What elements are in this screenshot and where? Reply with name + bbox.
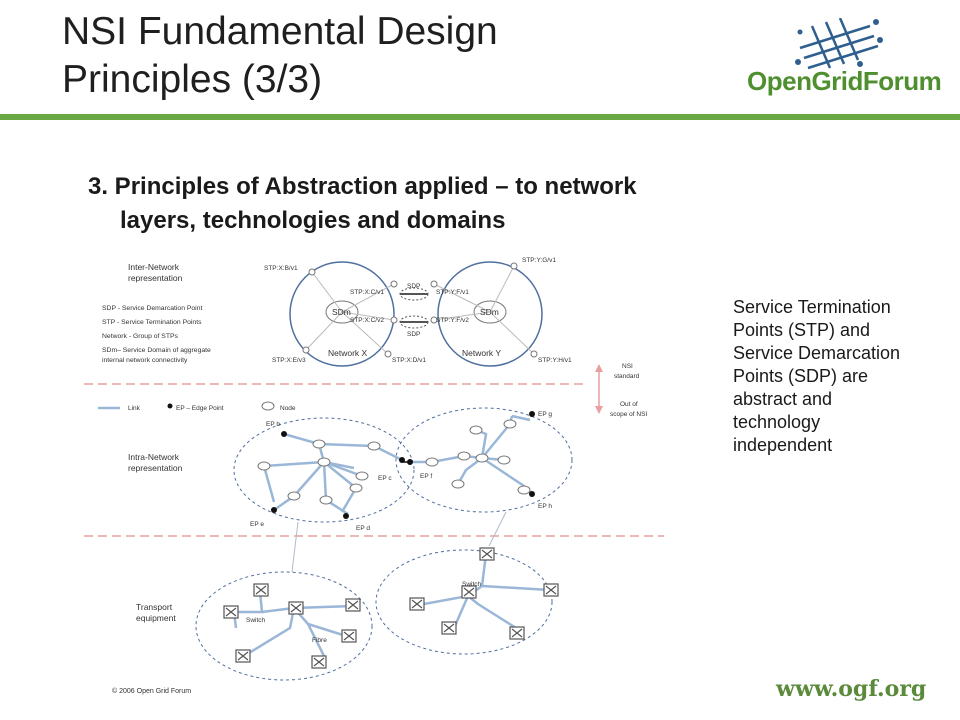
stp-y-g: STP:Y:G/v1 (522, 257, 556, 264)
slide-title-line-2: Principles (3/3) (62, 58, 323, 101)
stp-x-e: STP:X:E/v3 (272, 357, 306, 364)
switch-icons (223, 547, 559, 669)
stp-y-f1: STP:Y:F/v1 (436, 289, 469, 296)
slide-title-line-1: NSI Fundamental Design (62, 10, 498, 53)
network-x: SDm Network X (289, 261, 398, 367)
network-y-label: Network Y (462, 348, 501, 358)
network-x-label: Network X (328, 348, 368, 358)
sdm-x-label: SDm (332, 307, 351, 317)
ogf-logo-icon (795, 18, 883, 70)
stp-x-c1: STP:X:C/v1 (350, 289, 384, 296)
side-note: Service Termination Points (STP) and Ser… (733, 297, 901, 455)
slide-title: NSI Fundamental Design Principles (3/3) (62, 8, 498, 104)
ep-h: EP h (538, 503, 552, 510)
legend-link: Link (128, 405, 141, 412)
legend-node: Node (280, 405, 296, 412)
transport-label-2: equipment (136, 613, 176, 623)
section-heading-line-2: layers, technologies and domains (120, 207, 506, 234)
switch-label-y: Switch (462, 581, 482, 588)
legend-stp: STP - Service Termination Points (102, 319, 202, 326)
inter-network-label-2: representation (128, 273, 183, 283)
intra-network-x: EP b EP c EP e EP d (233, 417, 415, 532)
transport-y (375, 549, 553, 655)
legend-ep: EP – Edge Point (176, 405, 224, 412)
ep-b: EP b (266, 421, 280, 428)
out-of-scope-2: scope of NSI (610, 411, 647, 418)
transport-label-1: Transport (136, 602, 173, 612)
fibre-label: Fibre (312, 637, 327, 644)
network-y: SDm Network Y (430, 261, 543, 367)
inter-network-label-1: Inter-Network (128, 262, 180, 272)
sdp-label-top: SDP (407, 283, 420, 290)
ep-g: EP g (538, 411, 552, 418)
stp-y-h: STP:Y:H/v1 (538, 357, 572, 364)
ep-e: EP e (250, 521, 264, 528)
ep-c: EP c (378, 475, 392, 482)
website-link[interactable]: www.ogf.org (776, 676, 927, 702)
legend-sdm-1: SDm– Service Domain of aggregate (102, 347, 211, 354)
stp-x-d: STP:X:D/v1 (392, 357, 426, 364)
intra-network-y: EP f EP g EP h (395, 407, 573, 513)
legend-sdm-2: internal network connectivity (102, 357, 188, 364)
switch-label-x: Switch (246, 617, 266, 624)
out-of-scope-1: Out of (620, 401, 638, 408)
title-divider (0, 114, 960, 120)
stp-y-f2: STP:Y:F/v2 (436, 317, 469, 324)
ep-f: EP f (420, 473, 432, 480)
intra-legend: Link EP – Edge Point Node Intra-Network … (98, 401, 296, 473)
sdp-links: SDP SDP (399, 283, 429, 338)
stp-x-b: STP:X:B/v1 (264, 265, 298, 272)
legend-sdp: SDP - Service Demarcation Point (102, 305, 202, 312)
section-heading: 3. Principles of Abstraction applied – t… (88, 170, 828, 238)
sdp-label-bottom: SDP (407, 331, 420, 338)
intra-network-label-1: Intra-Network (128, 452, 180, 462)
sdm-y-label: SDm (480, 307, 499, 317)
scope-boundary: NSI standard Out of scope of NSI (84, 363, 664, 537)
ep-d: EP d (356, 525, 370, 532)
nsi-standard-2: standard (614, 373, 640, 380)
logo-text: OpenGridForum (747, 66, 942, 96)
nsi-standard-1: NSI (622, 363, 633, 370)
transport-x (195, 571, 373, 681)
intra-network-label-2: representation (128, 463, 183, 473)
nsi-abstraction-diagram: Inter-Network representation SDP - Servi… (84, 257, 664, 681)
section-heading-line-1: 3. Principles of Abstraction applied – t… (88, 173, 637, 200)
copyright: © 2006 Open Grid Forum (112, 688, 192, 695)
stp-x-c2: STP:X:C/v2 (350, 317, 384, 324)
legend-network: Network - Group of STPs (102, 333, 179, 340)
